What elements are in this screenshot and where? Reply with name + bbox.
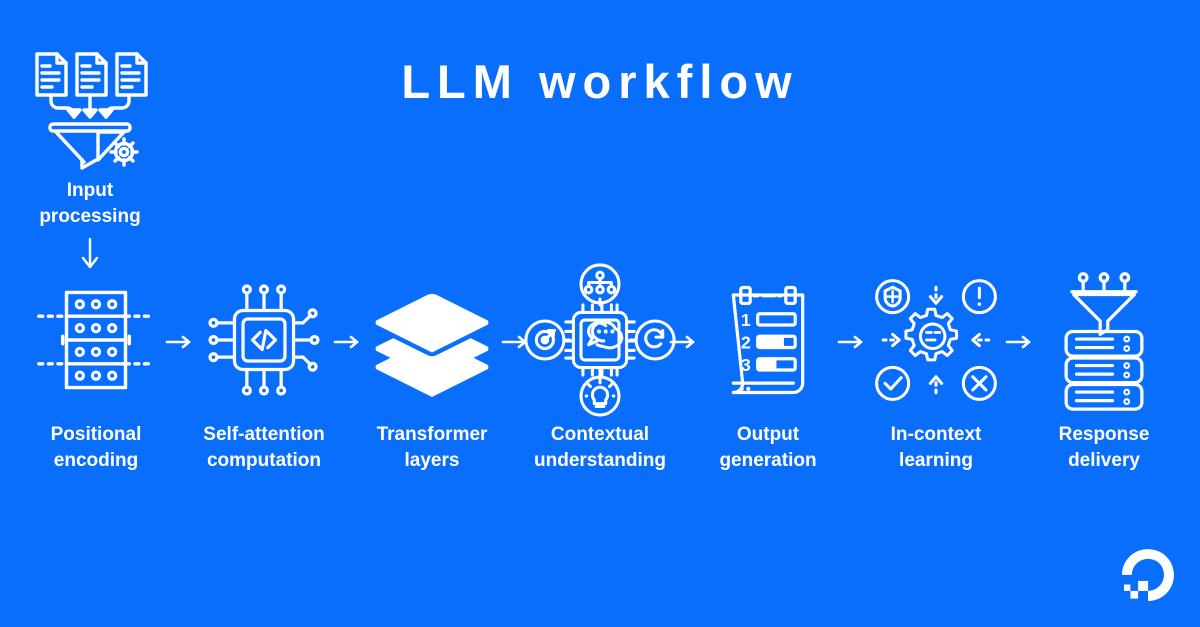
stage-label: Output generation — [719, 424, 817, 471]
funnel-server-stack-icon — [1047, 269, 1161, 416]
stage-icon-wrap — [203, 262, 325, 422]
stage-icon-wrap — [870, 262, 1002, 422]
stage-label: Response delivery — [1058, 424, 1150, 471]
stage-label: Contextual understanding — [534, 424, 666, 471]
stage-icon-wrap — [524, 262, 676, 422]
intro-label: Input processing — [39, 180, 141, 227]
intro-block: Input processing — [14, 42, 166, 273]
arrow-right-icon — [333, 262, 363, 422]
chip-chat-network-icon — [524, 262, 676, 422]
stage-contextual-understanding[interactable]: Contextual understanding — [524, 262, 676, 473]
svg-text:3: 3 — [741, 354, 751, 374]
stage-output-generation[interactable]: 1 2 3 Out — [699, 262, 837, 473]
stage-icon-wrap: 1 2 3 — [716, 262, 820, 422]
pipeline-row: Positional encoding — [0, 262, 1200, 492]
digitalocean-logo — [1122, 549, 1174, 601]
stage-label: Transformer layers — [376, 424, 488, 471]
stage-icon-wrap — [1047, 262, 1161, 422]
svg-text:2: 2 — [741, 332, 751, 352]
page-title: LLM workflow — [401, 55, 799, 108]
stage-transformer-layers[interactable]: Transformer layers — [363, 262, 501, 473]
gear-feedback-icon — [870, 274, 1002, 411]
stage-label: Positional encoding — [50, 424, 142, 471]
arrow-right-icon — [165, 262, 195, 422]
documents-funnel-gear-icon — [20, 42, 160, 170]
arrow-right-icon — [1005, 262, 1035, 422]
stage-response-delivery[interactable]: Response delivery — [1035, 262, 1173, 473]
stage-icon-wrap — [370, 262, 494, 422]
arrow-down-icon — [75, 235, 105, 273]
stage-self-attention[interactable]: Self-attention computation — [195, 262, 333, 473]
stage-label: In-context learning — [890, 424, 982, 471]
arrow-right-icon — [669, 262, 699, 422]
stage-icon-wrap — [33, 262, 159, 422]
stage-label: Self-attention computation — [203, 424, 325, 471]
stacked-layers-icon — [370, 283, 494, 402]
svg-text:1: 1 — [741, 309, 751, 329]
stage-positional-encoding[interactable]: Positional encoding — [27, 262, 165, 473]
chip-code-icon — [203, 279, 325, 406]
positional-grid-icon — [33, 281, 159, 404]
stage-in-context-learning[interactable]: In-context learning — [867, 262, 1005, 473]
numbered-clipboard-icon: 1 2 3 — [716, 280, 820, 405]
arrow-right-icon — [837, 262, 867, 422]
